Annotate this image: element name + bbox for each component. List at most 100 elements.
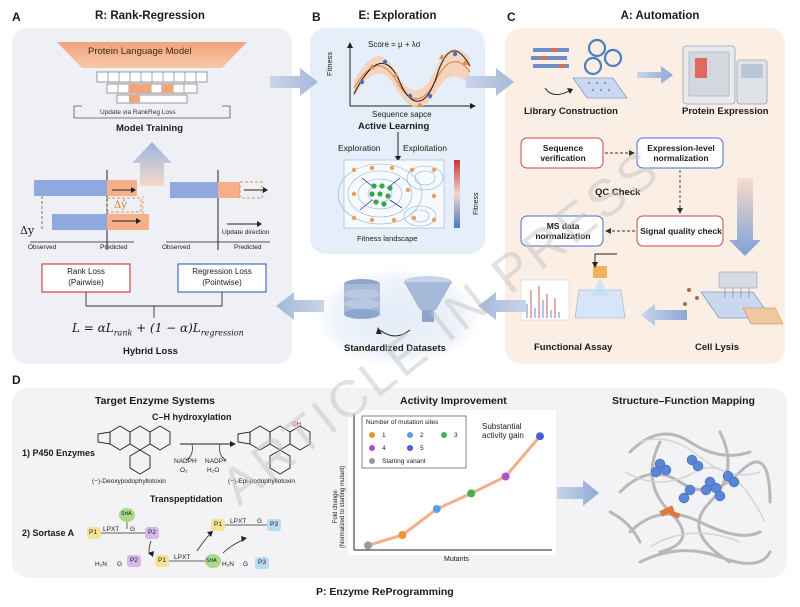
g-label-a: G	[130, 526, 136, 533]
hybrid-loss-formula: L = αLrank + (1 − α)Lregression	[72, 321, 244, 337]
product-label: (−)-Epi-podophyllotoxin	[228, 478, 296, 485]
p450-label: 1) P450 Enzymes	[22, 448, 96, 458]
formula-part-a: L = αL	[72, 321, 114, 335]
score-formula: Score = μ + λσ	[368, 40, 421, 49]
observed-label-right: Observed	[162, 244, 191, 251]
p3-label-c: P3	[270, 521, 278, 528]
activity-chart	[348, 410, 556, 555]
hybrid-loss-label: Hybrid Loss	[123, 346, 178, 357]
arrow-a-to-b	[270, 68, 318, 96]
legend-title: Number of mutation sites	[366, 419, 439, 426]
observed-label-left: Observed	[28, 244, 57, 251]
h2n-label-a: H₂N	[95, 561, 107, 568]
panel-a-graphics	[30, 42, 270, 318]
predicted-label-right: Predicted	[234, 244, 262, 251]
data-point-1	[398, 531, 407, 539]
legend-entry-3: 3	[454, 432, 458, 439]
panel-c-letter: C	[507, 10, 516, 24]
rank-loss-label: Rank Loss	[67, 267, 105, 276]
data-point-2	[432, 505, 441, 513]
dna-strips	[531, 48, 569, 68]
legend-marker-1	[407, 432, 413, 438]
panel-b-graphics	[337, 42, 476, 229]
protein-expression-label: Protein Expression	[682, 106, 769, 117]
legend-entry-5: 5	[420, 445, 424, 452]
true-function	[353, 50, 471, 102]
lpxt-label-c: LPXT	[230, 518, 247, 525]
footer-title: P: Enzyme ReProgramming	[316, 586, 454, 598]
p1-label-a: P1	[89, 529, 97, 536]
structure-title: Structure–Function Mapping	[612, 395, 755, 407]
mean-curve	[353, 61, 471, 100]
molecule-structures: OH	[97, 422, 311, 475]
database-icon	[344, 279, 380, 319]
legend-marker-3	[369, 445, 375, 451]
lpxt-label-a: LPXT	[103, 526, 120, 533]
panel-b-title: E: Exploration	[358, 10, 437, 22]
data-point-0	[364, 541, 372, 550]
h2o-label: H₂O	[207, 467, 220, 474]
data-point-5	[536, 432, 544, 441]
qc-check-label: QC Check	[595, 187, 641, 198]
delta-y-hat-label: Δŷ	[114, 200, 127, 211]
up-gradient-arrow	[132, 142, 172, 186]
panel-c-title: A: Automation	[620, 10, 700, 22]
panel-a-title: R: Rank-Regression	[95, 10, 205, 22]
update-direction-label: Update direction	[222, 229, 270, 236]
p2-label-a: P2	[148, 529, 156, 536]
plm-label: Protein Language Model	[88, 46, 192, 57]
sortase-label: 2) Sortase A	[22, 528, 75, 538]
formula-sub-regression: regression	[200, 328, 244, 338]
chart-annotation: Substantial activity gain	[482, 422, 524, 440]
exploitation-label: Exploitation	[403, 143, 447, 153]
h2n-label-b: H₂N	[222, 561, 234, 568]
chart-ylabel: Fold change (Normalized to starting muta…	[333, 465, 346, 548]
arrow-to-structure	[557, 480, 599, 506]
protein-structure	[608, 430, 772, 565]
legend-marker-5	[369, 458, 375, 464]
p2-label-b: P2	[130, 557, 138, 564]
nadph-label: NADPH	[174, 458, 197, 465]
predicted-label-left: Predicted	[100, 244, 128, 251]
nadp-label: NADP+	[205, 458, 227, 465]
update-label: Update via RankReg Loss	[100, 109, 176, 116]
formula-sub-rank: rank	[113, 328, 133, 338]
arrow-datasets-to-a	[276, 292, 324, 320]
panel-b-letter: B	[312, 10, 321, 24]
sortase-diagram	[87, 508, 281, 569]
legend-entry-1: 1	[382, 432, 386, 439]
regression-loss-label: Regression Loss	[192, 267, 252, 276]
active-learning-label: Active Learning	[358, 121, 430, 132]
funnel-icon	[404, 276, 452, 322]
sequence-axis-label: Sequence sapce	[372, 110, 432, 119]
legend-entry-4: 4	[382, 445, 386, 452]
svg-text:OH: OH	[292, 422, 301, 428]
ms-data-box: MS data normalization	[524, 219, 602, 245]
down-gradient-arrow	[729, 178, 761, 256]
model-training-label: Model Training	[116, 123, 184, 134]
srta-label-a: SrtA	[121, 511, 132, 517]
g-label-c: G	[257, 518, 263, 525]
legend-marker-2	[441, 432, 447, 438]
srta-label-b: SrtA	[206, 558, 217, 564]
panel-a-letter: A	[12, 10, 21, 24]
arrow-c-to-datasets	[478, 292, 526, 320]
p1-label-c: P1	[214, 521, 222, 528]
ch-hydroxylation-label: C–H hydroxylation	[152, 412, 232, 422]
delta-y-label: Δy	[20, 224, 35, 237]
library-construction-label: Library Construction	[524, 106, 618, 117]
formula-part-b: + (1 − α)L	[132, 321, 201, 335]
data-point-3	[467, 489, 476, 498]
transpeptidation-label: Transpeptidation	[150, 494, 223, 504]
p1-label-b: P1	[158, 557, 166, 564]
activity-title: Activity Improvement	[400, 395, 507, 407]
arrow-b-to-c	[466, 68, 514, 96]
chart-legend-box	[361, 415, 467, 469]
datasets-label: Standardized Datasets	[344, 343, 446, 354]
exploration-label: Exploration	[338, 143, 381, 153]
o2-label: O₂	[180, 467, 188, 474]
legend-marker-4	[407, 445, 413, 451]
plm-trapezoid	[57, 42, 247, 68]
regression-loss-sub: (Pointwise)	[202, 278, 242, 287]
target-enzyme-title: Target Enzyme Systems	[95, 395, 216, 407]
